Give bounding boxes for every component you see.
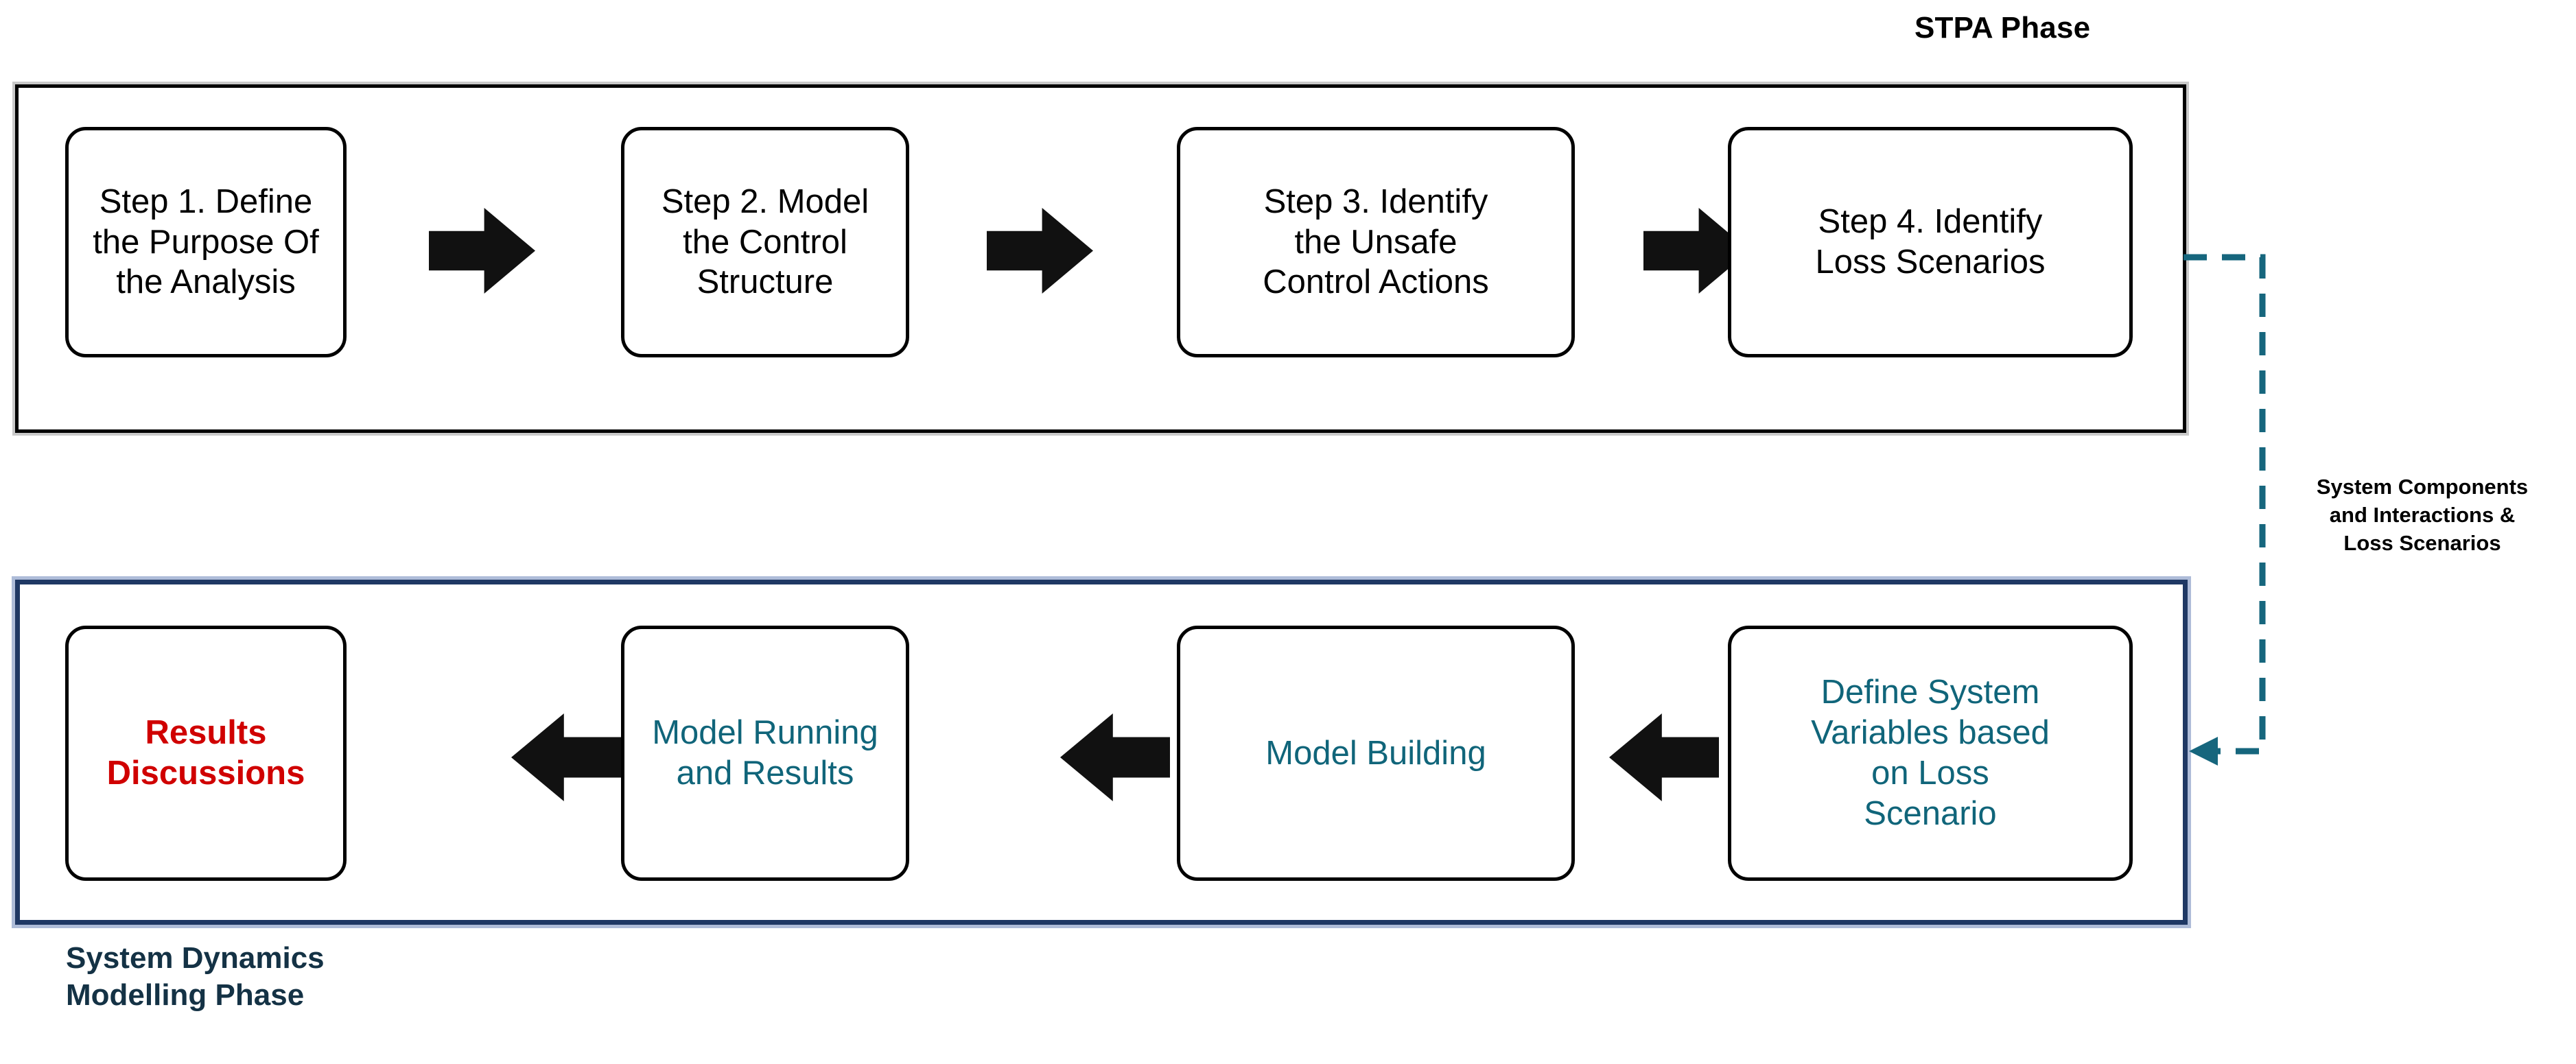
system-dynamics-phase-label: System Dynamics Modelling Phase (66, 941, 325, 1012)
sd-step-model-building-box[interactable]: Model Building (1177, 626, 1575, 881)
connector-annotation-label: System Components and Interactions & Los… (2316, 475, 2529, 555)
sd-step-model-running-box[interactable]: Model Running and Results (621, 626, 909, 881)
sd-step-define-variables-box[interactable]: Define System Variables based on Loss Sc… (1728, 626, 2133, 881)
stpa-step-3-box[interactable]: Step 3. Identify the Unsafe Control Acti… (1177, 127, 1575, 357)
stpa-step-1-box[interactable]: Step 1. Define the Purpose Of the Analys… (65, 127, 347, 357)
stpa-step-4-box[interactable]: Step 4. Identify Loss Scenarios (1728, 127, 2133, 357)
connector-arrowhead-icon (2189, 737, 2218, 766)
stpa-step-2-box[interactable]: Step 2. Model the Control Structure (621, 127, 909, 357)
dashed-connector-line (2183, 254, 2266, 755)
sd-step-results-discussions-box[interactable]: Results Discussions (65, 626, 347, 881)
stpa-phase-label: STPA Phase (1915, 11, 2091, 45)
